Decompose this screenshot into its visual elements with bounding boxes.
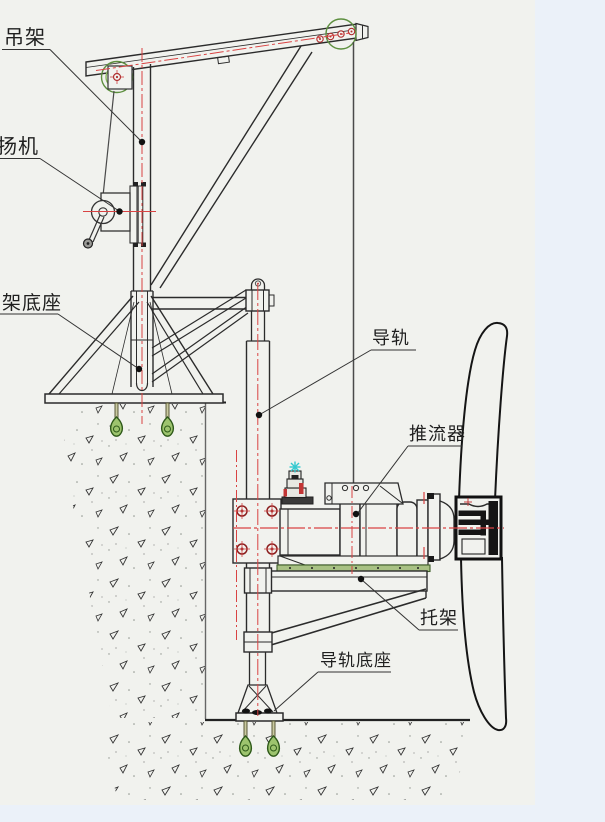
arm-to-rail (151, 289, 249, 383)
label-hoist-leader (39, 158, 120, 212)
label-hanger-text: 吊架 (4, 25, 46, 49)
centerlines (95, 32, 504, 716)
hoist-winch (82, 182, 156, 249)
label-guide-rail-base: 导轨底座 (273, 651, 392, 712)
label-hanger-base-text: 架底座 (2, 292, 62, 314)
clamp-band (339, 495, 361, 565)
label-hanger-dot (138, 138, 146, 146)
propeller-blade-lower (459, 557, 508, 732)
label-hanger: 吊架 (2, 25, 146, 146)
hanger-base-plate (44, 393, 224, 404)
label-bracket-dot (357, 575, 365, 583)
label-guide-rail-text: 导轨 (372, 328, 410, 349)
hanger-base-tripod (44, 295, 224, 404)
winch-crank-handle (88, 214, 101, 241)
label-guide-rail-base-text: 导轨底座 (320, 651, 392, 671)
thruster-gearbox (279, 508, 341, 556)
concrete-floor-section (106, 722, 468, 800)
label-thruster-text: 推流器 (409, 424, 466, 445)
label-hoist: 扬机 (0, 134, 123, 215)
winch-cable (102, 90, 115, 197)
label-hanger-base-dot (135, 365, 143, 373)
label-guide-rail: 导轨 (255, 328, 416, 419)
crane-hanger (44, 22, 369, 404)
shaft-cone (439, 500, 455, 560)
label-bracket-text: 托架 (420, 608, 458, 629)
beam-strut (267, 588, 427, 635)
label-hanger-base: 架底座 (0, 292, 143, 373)
propeller-blade-upper (457, 321, 509, 501)
label-thruster-dot (352, 510, 360, 518)
label-hoist-dot (116, 208, 123, 215)
thruster-assembly (232, 321, 509, 732)
boom-left-pulley (100, 60, 134, 94)
page-margin-bottom (0, 805, 605, 822)
lifting-bracket (324, 482, 404, 505)
label-hanger-base-leader (57, 313, 140, 370)
rail-anchor-bolts (238, 720, 281, 757)
motor-rear-cap (396, 501, 418, 562)
label-thruster-leader (356, 445, 409, 515)
label-hanger-leader (49, 49, 143, 143)
guide-bracket-bolts (234, 503, 280, 557)
labels: 吊架 扬机 架底座 导轨 推流器 托架 导轨底座 (0, 25, 466, 712)
boom-brace (150, 45, 302, 286)
label-guide-rail-base-leader (273, 671, 319, 712)
label-guide-rail-leader (258, 349, 372, 416)
mounting-flange (427, 493, 441, 561)
guide-rail-base (235, 631, 284, 757)
label-guide-rail-dot (255, 411, 263, 419)
spark-icon (289, 461, 301, 473)
cable-gland (281, 461, 314, 505)
concrete-wall-section (63, 404, 205, 718)
flange-disc (416, 499, 429, 561)
label-thruster: 推流器 (352, 424, 466, 518)
support-beam (267, 570, 428, 592)
hanger-anchor-bolts (109, 402, 175, 437)
page-margin-right (535, 0, 605, 822)
label-bracket-leader (361, 579, 420, 631)
label-bracket: 托架 (357, 575, 458, 631)
label-hoist-text: 扬机 (0, 134, 39, 158)
rail-top-cap (250, 278, 266, 291)
